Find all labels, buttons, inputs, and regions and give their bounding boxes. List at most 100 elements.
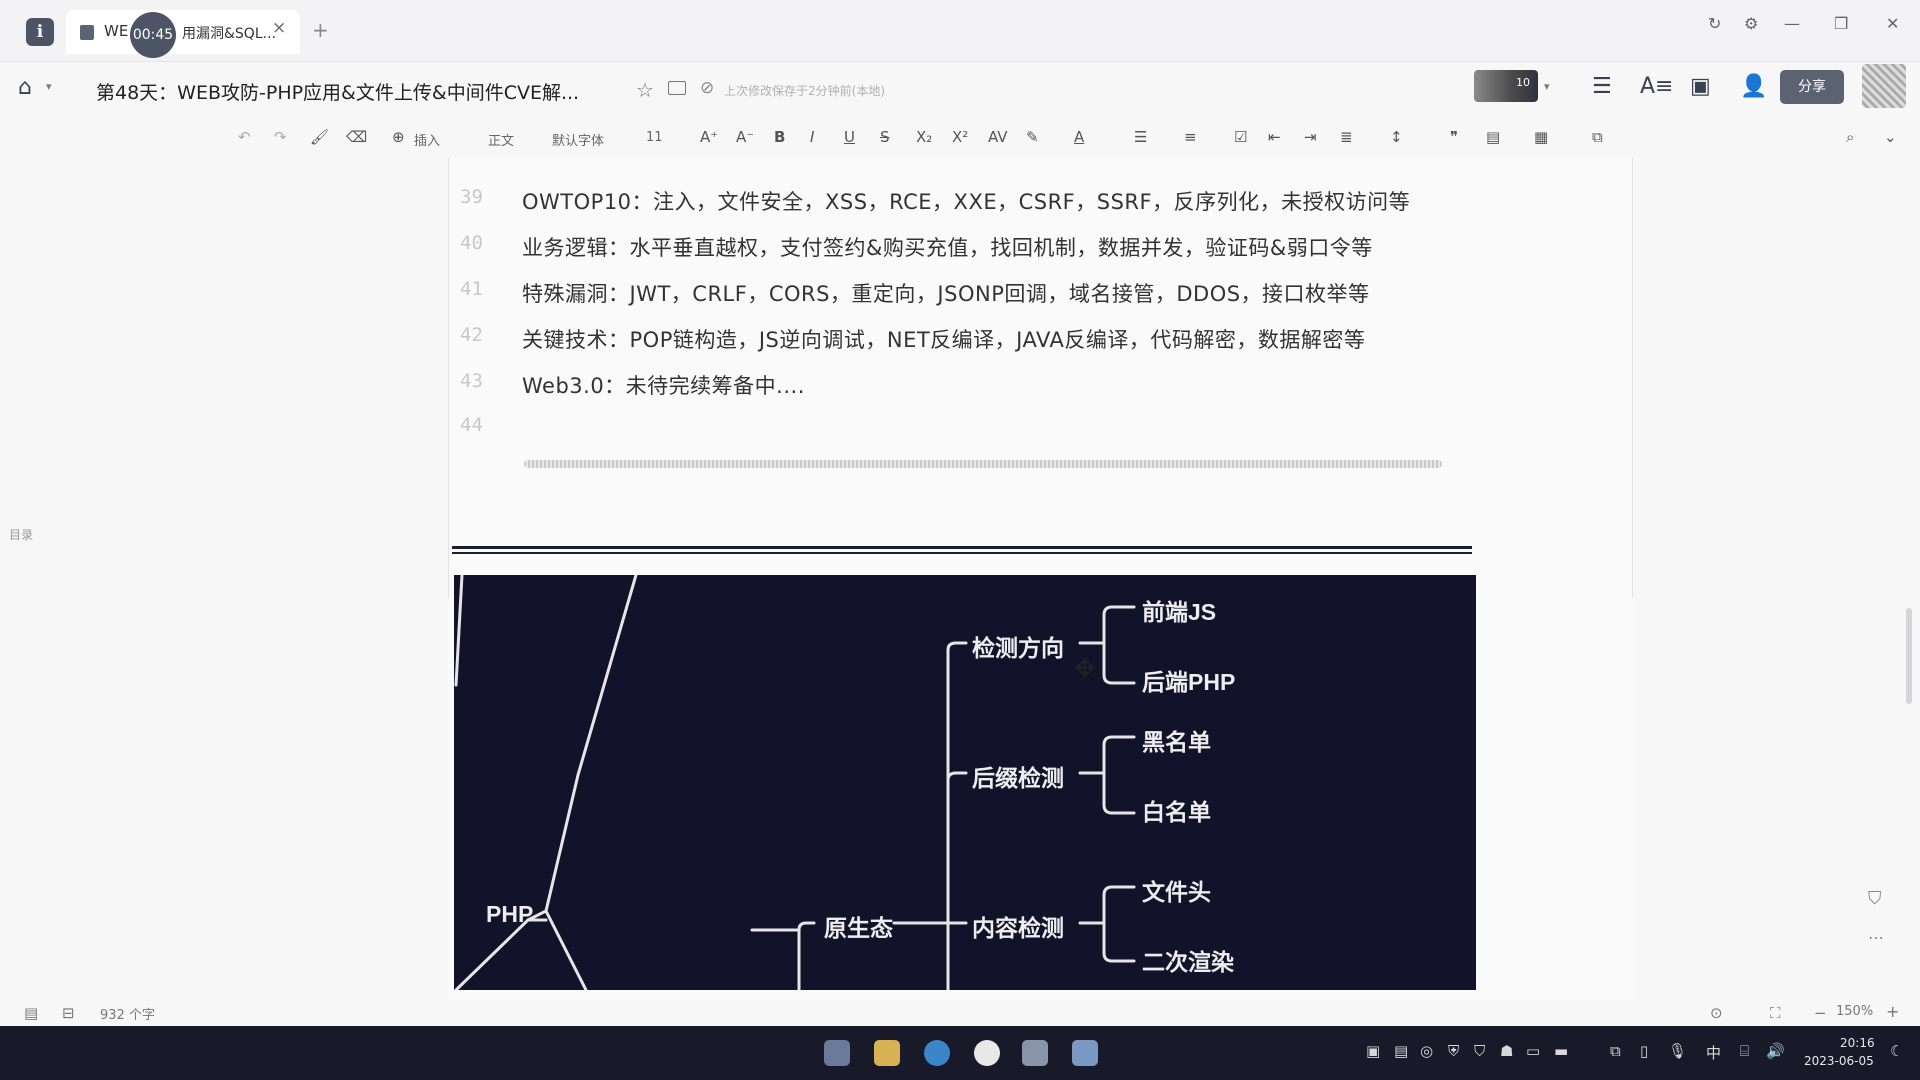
- folder-icon[interactable]: [668, 81, 686, 95]
- document-tab[interactable]: WE 00:45 用漏洞&SQL... ×: [66, 10, 300, 58]
- tray-chat-icon[interactable]: ☗: [1500, 1042, 1514, 1060]
- chevron-down-icon[interactable]: ▾: [1544, 80, 1550, 93]
- minimize-icon[interactable]: —: [1784, 14, 1800, 33]
- network-icon[interactable]: ⌸: [1740, 1042, 1750, 1060]
- tray-shirt-icon[interactable]: ⛉: [1474, 1042, 1486, 1060]
- clock-date[interactable]: 2023-06-05: [1804, 1054, 1874, 1068]
- strikethrough-icon[interactable]: S: [880, 128, 890, 146]
- outline-toggle[interactable]: 目录: [8, 528, 33, 542]
- mindmap-image[interactable]: PHP 原生态 检测方向 前端JS 后端PHP 后缀检测 黑名单 白名单 内容检…: [454, 575, 1476, 990]
- paragraph-style-select[interactable]: 正文: [488, 134, 515, 149]
- align-icon[interactable]: ≣: [1340, 128, 1353, 146]
- font-color-icon[interactable]: A: [1074, 128, 1085, 146]
- line-text[interactable]: 业务逻辑：水平垂直越权，支付签约&购买充值，找回机制，数据并发，验证码&弱口令等: [522, 236, 1373, 260]
- underline-icon[interactable]: U: [844, 128, 855, 146]
- tray-app-icon[interactable]: ▣: [1366, 1042, 1381, 1060]
- tray-image-icon[interactable]: ▤: [1394, 1042, 1409, 1060]
- collaborate-user-icon[interactable]: 👤: [1740, 74, 1768, 99]
- numbered-list-icon[interactable]: ≡: [1184, 128, 1197, 146]
- table-icon[interactable]: ▦: [1534, 128, 1549, 146]
- undo-icon[interactable]: ↶: [238, 128, 251, 146]
- image-app-icon[interactable]: [1072, 1040, 1098, 1066]
- bold-icon[interactable]: B: [774, 128, 786, 146]
- quote-icon[interactable]: ❞: [1450, 128, 1459, 146]
- word-count[interactable]: 932 个字: [100, 1008, 155, 1023]
- bullet-list-icon[interactable]: ☰: [1134, 128, 1148, 146]
- increase-indent-icon[interactable]: ⇥: [1304, 128, 1317, 146]
- security-shield-icon[interactable]: ⛨: [1448, 1042, 1460, 1060]
- font-family-select[interactable]: 默认字体: [552, 134, 605, 149]
- zoom-out-button[interactable]: −: [1814, 1004, 1827, 1022]
- microphone-icon[interactable]: 🎙: [1668, 1042, 1688, 1060]
- increase-font-icon[interactable]: A⁺: [700, 128, 719, 146]
- more-tools-icon[interactable]: ⧉: [1592, 128, 1603, 146]
- document-title[interactable]: 第48天：WEB攻防-PHP应用&文件上传&中间件CVE解...: [96, 82, 580, 104]
- eraser-icon[interactable]: ⌫: [346, 128, 368, 146]
- home-icon[interactable]: ⌂: [18, 75, 32, 100]
- menu-icon[interactable]: ☰: [1592, 74, 1612, 99]
- chrome-browser-icon[interactable]: [974, 1040, 1000, 1066]
- collaborator-avatars[interactable]: [1474, 70, 1538, 102]
- character-spacing-icon[interactable]: AV: [988, 128, 1008, 146]
- horizontal-scroll-indicator[interactable]: [524, 460, 1442, 468]
- tray-capture-icon[interactable]: ◎: [1420, 1042, 1434, 1060]
- share-button[interactable]: 分享: [1780, 70, 1844, 104]
- task-list-icon[interactable]: ☑: [1234, 128, 1248, 146]
- user-avatar[interactable]: [1862, 64, 1906, 108]
- play-icon[interactable]: ⊙: [1710, 1004, 1723, 1022]
- refresh-icon[interactable]: ↻: [1708, 14, 1722, 33]
- font-size-select[interactable]: 11: [646, 130, 663, 145]
- chevron-down-icon[interactable]: ▾: [46, 80, 52, 93]
- outline-view-icon[interactable]: ▤: [24, 1004, 39, 1022]
- line-spacing-icon[interactable]: ↕: [1390, 128, 1403, 146]
- line-text[interactable]: 特殊漏洞：JWT，CRLF，CORS，重定向，JSONP回调，域名接管，DDOS…: [522, 282, 1370, 306]
- windows-start-icon[interactable]: [824, 1040, 850, 1066]
- new-tab-icon[interactable]: +: [312, 18, 329, 42]
- format-painter-icon[interactable]: 🖌: [310, 128, 330, 146]
- insert-menu[interactable]: 插入: [414, 134, 441, 149]
- tab-close-icon[interactable]: ×: [272, 18, 287, 38]
- margin-guide: [1632, 158, 1633, 598]
- app-logo-icon[interactable]: ℹ: [26, 18, 54, 46]
- star-icon[interactable]: ☆: [636, 78, 654, 102]
- text-style-icon[interactable]: A≡: [1640, 74, 1674, 99]
- line-text[interactable]: Web3.0：未待完续筹备中....: [522, 374, 805, 398]
- zoom-level[interactable]: 150%: [1836, 1004, 1874, 1019]
- notes-app-icon[interactable]: [1022, 1040, 1048, 1066]
- input-method-indicator[interactable]: 中: [1706, 1044, 1722, 1062]
- presentation-icon[interactable]: ▣: [1690, 74, 1711, 99]
- insert-icon[interactable]: ⊕: [392, 128, 405, 146]
- italic-icon[interactable]: I: [810, 128, 815, 146]
- tray-device-icon[interactable]: ▬: [1554, 1042, 1569, 1060]
- superscript-icon[interactable]: X²: [952, 128, 969, 146]
- line-number: 42: [460, 324, 483, 346]
- page-view-icon[interactable]: ⊟: [62, 1004, 75, 1022]
- subscript-icon[interactable]: X₂: [916, 128, 933, 146]
- redo-icon[interactable]: ↷: [274, 128, 287, 146]
- shirt-assistant-icon[interactable]: ⛉: [1868, 888, 1882, 909]
- search-icon[interactable]: ⌕: [1846, 128, 1855, 146]
- chevron-down-icon[interactable]: ⌄: [1884, 128, 1897, 146]
- zoom-in-button[interactable]: +: [1886, 1002, 1900, 1021]
- night-mode-icon[interactable]: ☾: [1890, 1042, 1904, 1060]
- vertical-scrollbar[interactable]: [1906, 608, 1912, 704]
- file-explorer-icon[interactable]: [874, 1040, 900, 1066]
- battery-icon[interactable]: ▯: [1640, 1042, 1649, 1060]
- decrease-font-icon[interactable]: A⁻: [736, 128, 755, 146]
- restore-window-icon[interactable]: ❐: [1834, 14, 1849, 33]
- task-view-icon[interactable]: ⧉: [1610, 1042, 1621, 1060]
- line-text[interactable]: OWTOP10：注入，文件安全，XSS，RCE，XXE，CSRF，SSRF，反序…: [522, 190, 1411, 214]
- fullscreen-icon[interactable]: ⛶: [1770, 1004, 1781, 1022]
- clock-time[interactable]: 20:16: [1840, 1036, 1875, 1050]
- volume-icon[interactable]: 🔊: [1766, 1042, 1785, 1060]
- line-text[interactable]: 关键技术：POP链构造，JS逆向调试，NET反编译，JAVA反编译，代码解密，数…: [522, 328, 1366, 352]
- settings-gear-icon[interactable]: ⚙: [1744, 14, 1759, 33]
- edge-browser-icon[interactable]: [924, 1040, 950, 1066]
- tray-monitor-icon[interactable]: ▭: [1526, 1042, 1541, 1060]
- mindmap-node-suffix-check: 后缀检测: [972, 765, 1064, 791]
- comment-icon[interactable]: ▤: [1486, 128, 1501, 146]
- close-window-icon[interactable]: ✕: [1886, 14, 1900, 33]
- decrease-indent-icon[interactable]: ⇤: [1268, 128, 1281, 146]
- highlight-icon[interactable]: ✎: [1026, 128, 1039, 146]
- more-options-icon[interactable]: ⋯: [1868, 928, 1884, 947]
